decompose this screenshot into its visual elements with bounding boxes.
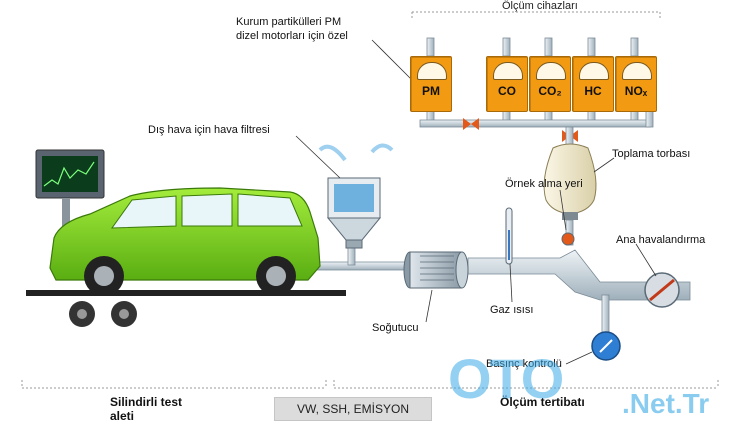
- dyno-label-line2: aleti: [110, 409, 135, 423]
- air-filter-label: Dış hava için hava filtresi: [148, 124, 270, 136]
- watermark-brand: OTO: [448, 347, 564, 410]
- cooler-label: Soğutucu: [372, 322, 419, 334]
- valve-left: [463, 118, 471, 130]
- car: [49, 187, 321, 296]
- pressure-gauge: [591, 331, 621, 361]
- category-badge: VW, SSH, EMİSYON: [274, 397, 432, 421]
- sampling-point-label: Örnek alma yeri: [505, 178, 583, 190]
- gauge-dial-icon: [417, 62, 447, 80]
- gauge-dial-icon: [622, 62, 652, 80]
- sampling-point-marker: [561, 232, 575, 246]
- gauge-label: PM: [422, 84, 440, 98]
- devices-bracket: [411, 11, 661, 20]
- pm-note-line2: dizel motorları için özel: [236, 30, 348, 42]
- gauge-label: NOₓ: [624, 84, 648, 98]
- gauge-label: CO₂: [538, 84, 562, 98]
- gas-temperature-label: Gaz ısısı: [490, 304, 534, 316]
- pm-note-line1: Kurum partikülleri PM: [236, 16, 342, 28]
- gauge-dial-icon: [536, 62, 566, 80]
- gauge-co2: CO₂: [529, 56, 571, 112]
- main-vent-fan: [644, 272, 680, 308]
- manifold: [419, 119, 651, 128]
- measurement-devices-label: Ölçüm cihazları: [502, 0, 578, 12]
- watermark-suffix: .Net.Tr: [622, 388, 710, 419]
- main-vent-label: Ana havalandırma: [616, 234, 706, 246]
- gauge-co: CO: [486, 56, 528, 112]
- exhaust-pipe: [314, 261, 409, 271]
- gauge-label: HC: [584, 84, 602, 98]
- air-filter-unit: [318, 143, 394, 249]
- pressure-control-label: Basınç kontrolü: [486, 358, 562, 370]
- cooler: [403, 251, 469, 289]
- dyno-label-line1: Silindirli test: [110, 395, 183, 409]
- dyno-rollers: [69, 301, 137, 327]
- gauge-pm: PM: [410, 56, 452, 112]
- gauge-dial-icon: [579, 62, 609, 80]
- gauge-label: CO: [498, 84, 516, 98]
- bottom-brackets: [21, 380, 719, 389]
- gauge-nox: NOₓ: [615, 56, 657, 112]
- sampling-bag-label: Toplama torbası: [612, 148, 691, 160]
- gauge-hc: HC: [572, 56, 614, 112]
- dyno-base: [26, 290, 346, 296]
- sample-bag: [543, 143, 597, 215]
- gauge-dial-icon: [493, 62, 523, 80]
- measurement-setup-label: Ölçüm tertibatı: [500, 395, 585, 409]
